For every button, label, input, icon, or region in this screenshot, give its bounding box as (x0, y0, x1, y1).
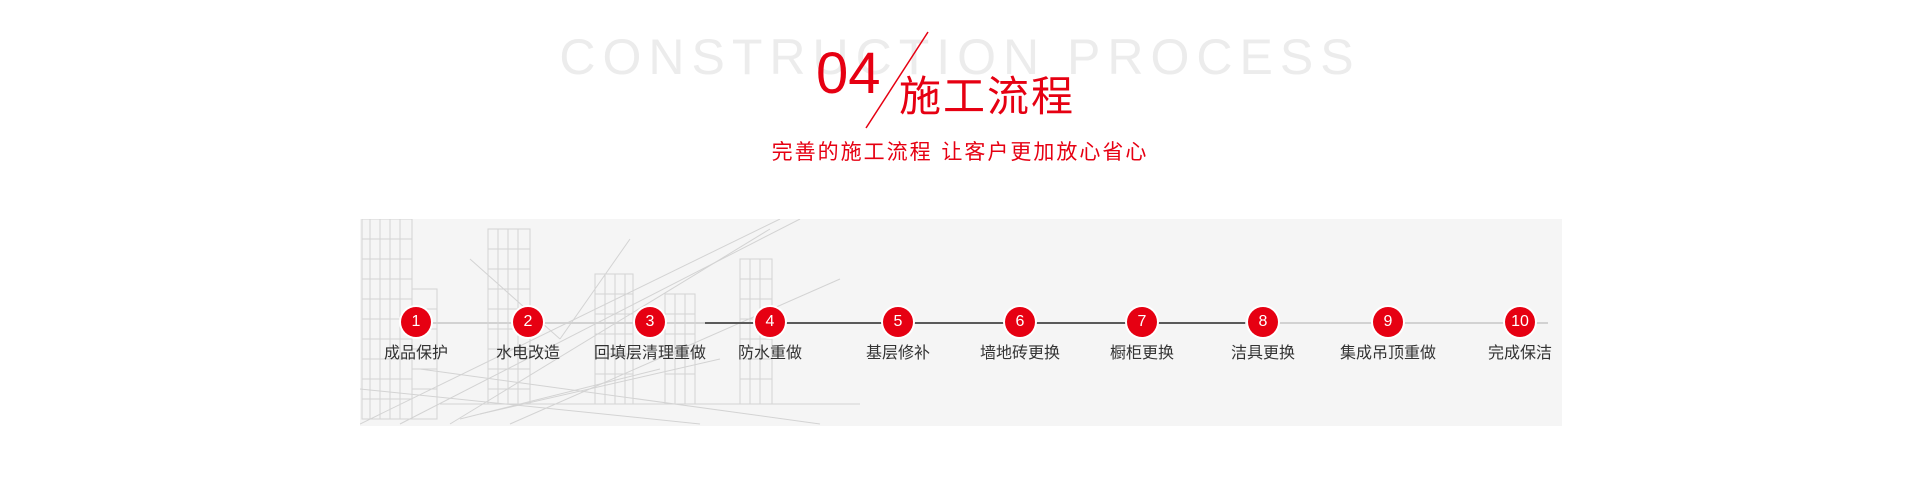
step-label: 水电改造 (495, 343, 560, 362)
process-panel: 1 成品保护 2 水电改造 3 回填层清理重做 4 防水重做 5 基层修补 6 … (360, 219, 1562, 426)
process-step-10: 10 完成保洁 (1440, 307, 1562, 363)
section-number: 04 (816, 41, 881, 106)
process-step-6: 6 墙地砖更换 (940, 307, 1100, 363)
watermark-text: CONSTRUCTION PROCESS (559, 29, 1361, 85)
step-label: 成品保护 (383, 343, 448, 362)
step-label: 防水重做 (737, 343, 802, 362)
step-number-badge: 8 (1248, 307, 1278, 337)
step-label: 基层修补 (865, 343, 930, 362)
section-subtitle: 完善的施工流程 让客户更加放心省心 (771, 140, 1149, 164)
step-label: 橱柜更换 (1109, 343, 1174, 362)
step-label: 墙地砖更换 (979, 343, 1060, 362)
step-number-badge: 9 (1373, 307, 1403, 337)
step-number-badge: 4 (755, 307, 785, 337)
process-step-8: 8 洁具更换 (1183, 307, 1343, 363)
process-step-5: 5 基层修补 (818, 307, 978, 363)
step-number-badge: 1 (401, 307, 431, 337)
process-step-1: 1 成品保护 (360, 307, 496, 363)
timeline-highlight-segment (705, 322, 1245, 324)
process-step-3: 3 回填层清理重做 (570, 307, 730, 363)
step-number-badge: 6 (1005, 307, 1035, 337)
process-step-2: 2 水电改造 (448, 307, 608, 363)
step-number-badge: 5 (883, 307, 913, 337)
step-number-badge: 10 (1505, 307, 1535, 337)
process-step-7: 7 橱柜更换 (1062, 307, 1222, 363)
step-number-badge: 7 (1127, 307, 1157, 337)
step-label: 回填层清理重做 (593, 343, 706, 362)
process-step-4: 4 防水重做 (690, 307, 850, 363)
section-title: 施工流程 (899, 72, 1076, 121)
step-number-badge: 2 (513, 307, 543, 337)
step-number-badge: 3 (635, 307, 665, 337)
step-label: 集成吊顶重做 (1339, 343, 1436, 362)
step-label: 完成保洁 (1487, 343, 1552, 362)
step-label: 洁具更换 (1230, 343, 1295, 362)
diagonal-slash-decoration (865, 31, 929, 129)
process-step-9: 9 集成吊顶重做 (1308, 307, 1468, 363)
